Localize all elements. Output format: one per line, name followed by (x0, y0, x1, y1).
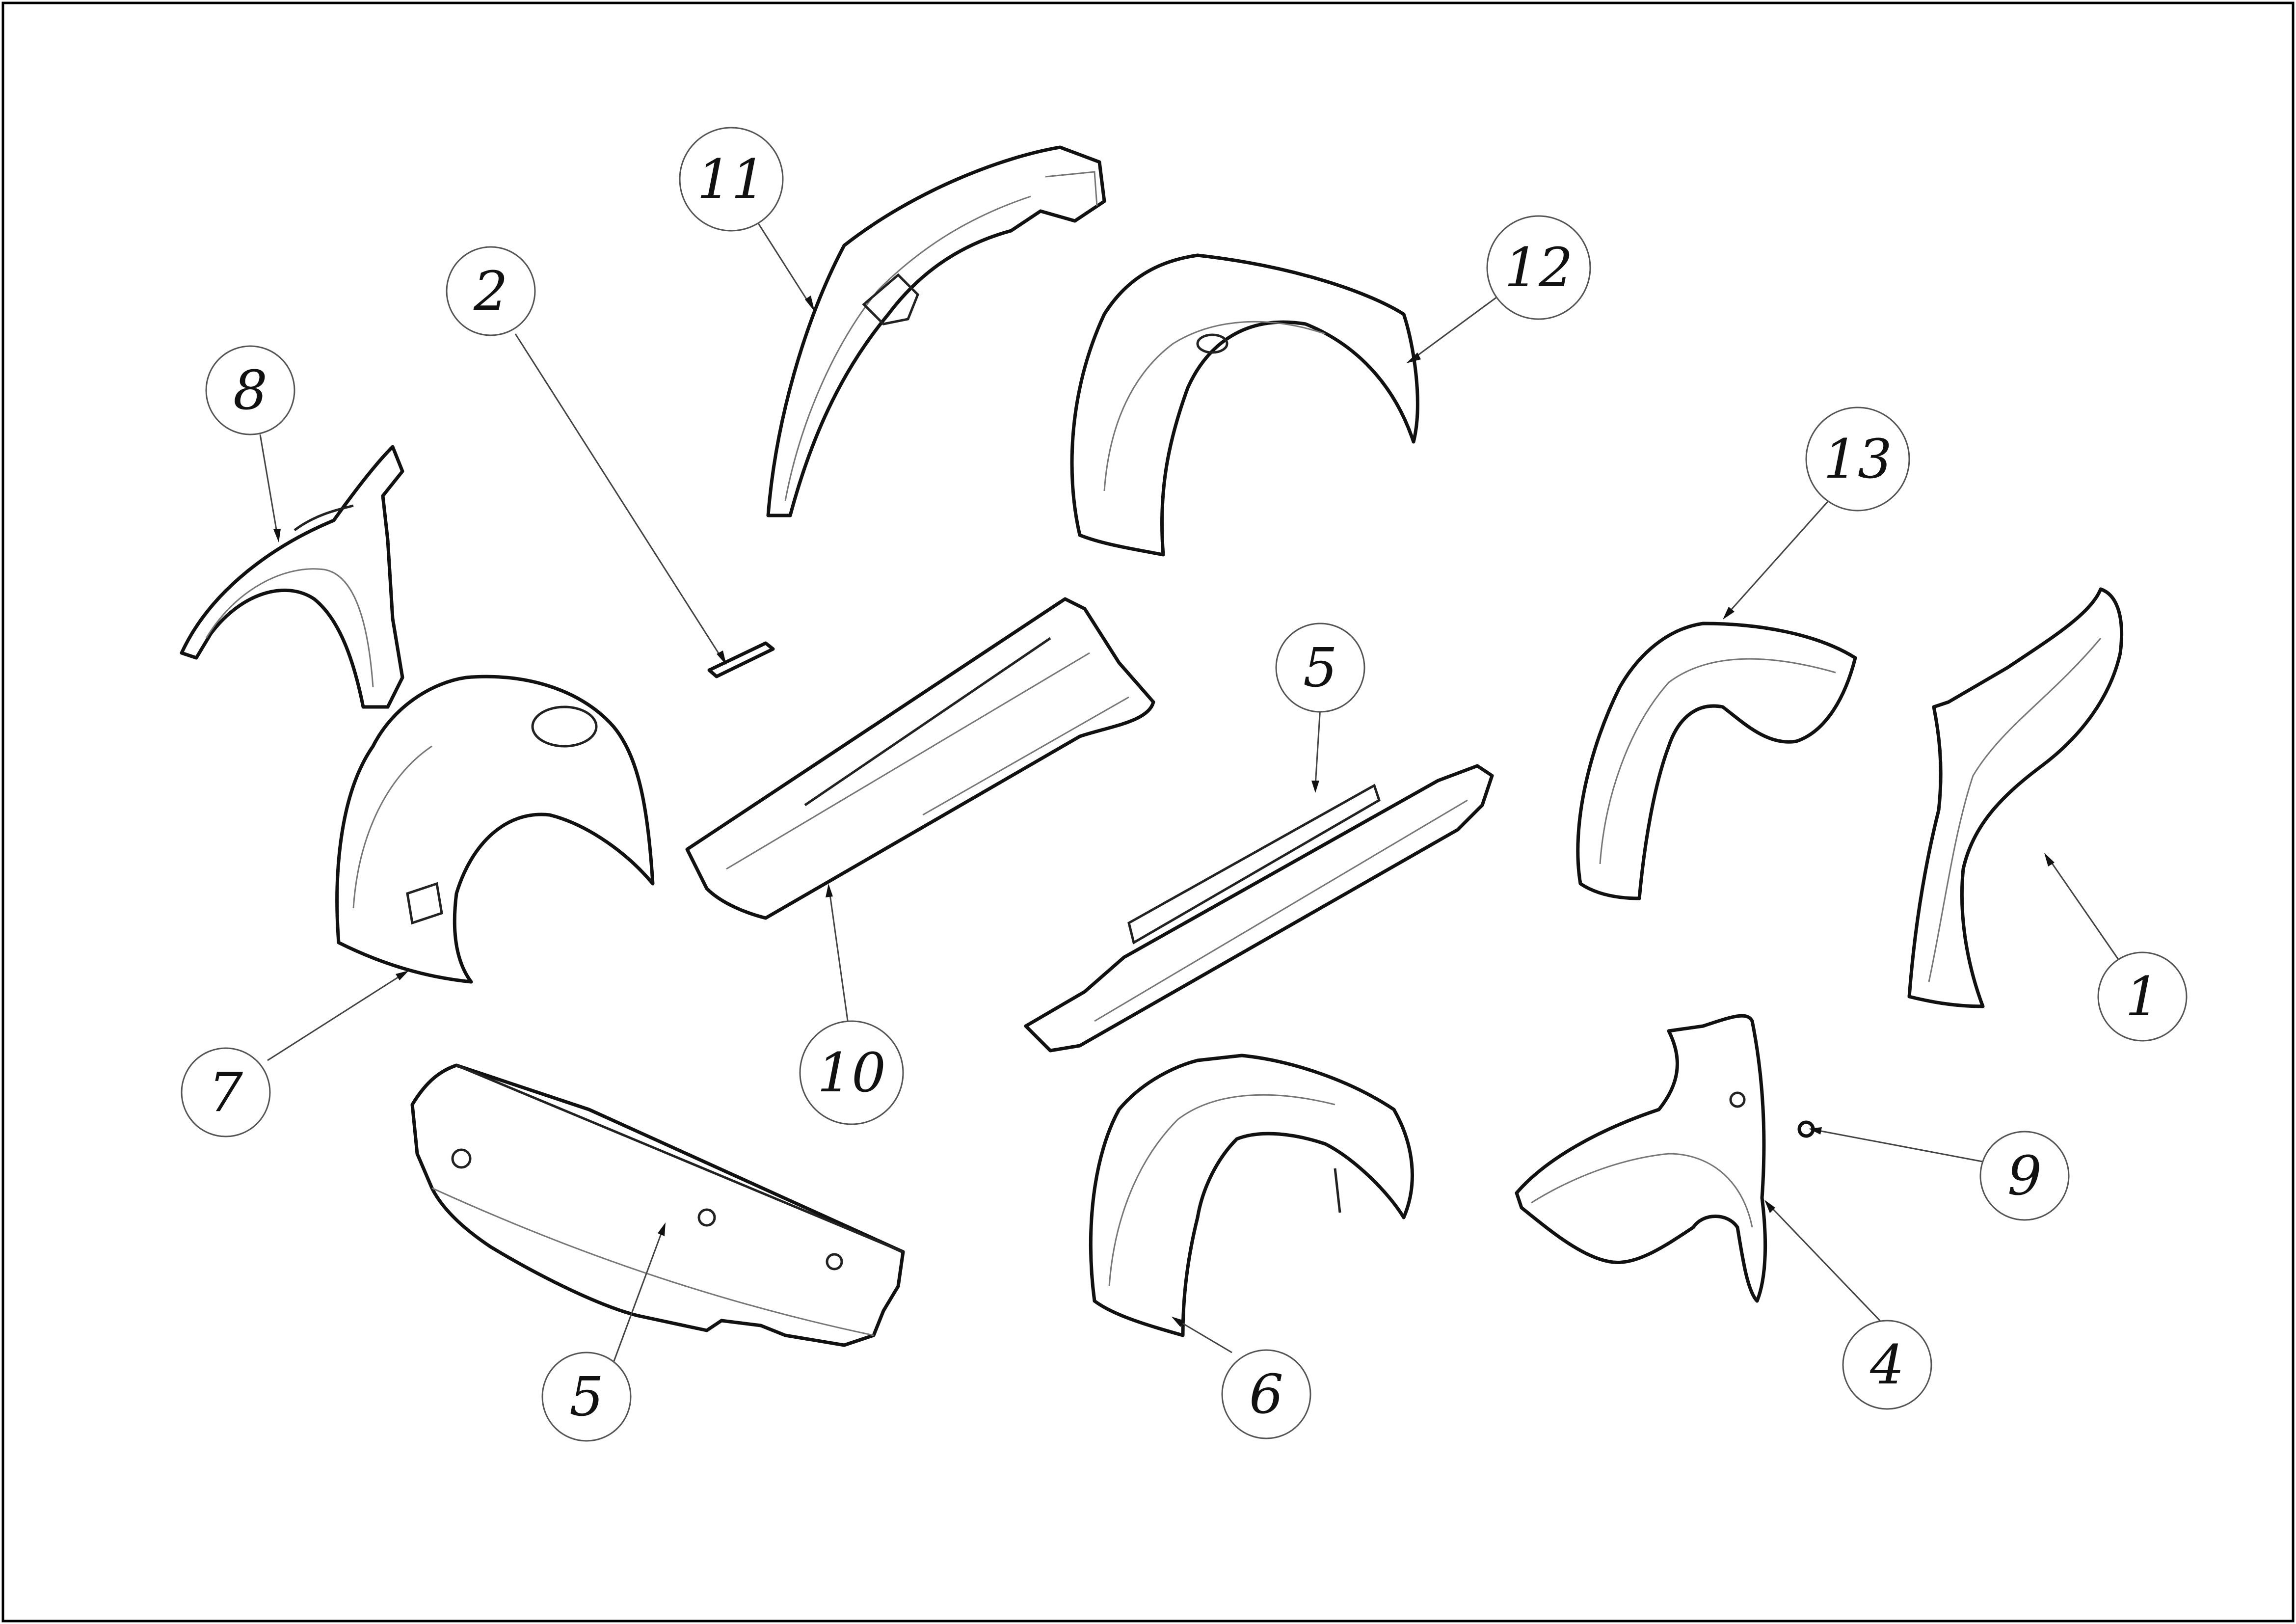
callout-10: 10 (799, 1020, 904, 1125)
callout-6-circle (1221, 1349, 1311, 1439)
part-13-front-wheel-liner (1576, 622, 1857, 900)
callout-4: 4 (1842, 1320, 1932, 1410)
callout-13-label: 13 (1823, 428, 1892, 490)
part-2-clip (707, 641, 775, 678)
callout-5-upper-circle (1275, 623, 1365, 713)
callout-2-circle (446, 246, 536, 336)
part-5-rocker-panel (1024, 764, 1494, 1053)
callout-9-label: 9 (2007, 1144, 2042, 1207)
callout-11-circle (679, 127, 784, 232)
callout-8: 8 (205, 345, 295, 435)
callout-5-upper-label: 5 (1303, 636, 1337, 699)
callout-1-circle (2097, 951, 2188, 1042)
callout-13-circle (1805, 406, 1910, 512)
callout-5-lower-circle (541, 1352, 632, 1442)
part-6-rear-wheel-liner (1089, 1054, 1414, 1337)
part-12-rear-wheel-liner (1070, 253, 1419, 557)
callout-11: 11 (679, 127, 784, 232)
part-8-front-fender-inner (180, 445, 404, 709)
callout-7-circle (181, 1047, 271, 1137)
part-7-front-wheel-liner (335, 675, 655, 984)
callout-6-label: 6 (1249, 1363, 1283, 1426)
callout-9: 9 (1979, 1131, 2070, 1221)
part-11-rear-arch-panel (766, 145, 1106, 517)
callout-1: 1 (2097, 951, 2188, 1042)
callout-1-label: 1 (2125, 965, 2160, 1028)
callout-10-circle (799, 1020, 904, 1125)
part-1-quarter-panel (1907, 587, 2124, 1008)
callout-12: 12 (1486, 215, 1591, 320)
part-10-sill-panel (685, 597, 1155, 920)
callout-11-label: 11 (697, 148, 766, 211)
callout-4-circle (1842, 1320, 1932, 1410)
callout-5-lower-label: 5 (569, 1365, 604, 1428)
callout-8-circle (205, 345, 295, 435)
callout-6: 6 (1221, 1349, 1311, 1439)
callout-7-label: 7 (209, 1061, 243, 1124)
callout-2: 2 (446, 246, 536, 336)
callout-8-label: 8 (233, 359, 267, 422)
leader-lines (259, 223, 2121, 1363)
part-4-front-fender (1515, 1014, 1767, 1303)
callout-5-lower: 5 (541, 1352, 632, 1442)
callout-12-label: 12 (1504, 236, 1573, 299)
callout-7: 7 (181, 1047, 271, 1137)
part-5-cross-member (410, 1063, 905, 1347)
callout-9-circle (1979, 1131, 2070, 1221)
callout-13: 13 (1805, 406, 1910, 512)
callout-12-circle (1486, 215, 1591, 320)
callout-5-upper: 5 (1275, 623, 1365, 713)
callout-4-label: 4 (1869, 1333, 1904, 1396)
callout-2-label: 2 (473, 260, 508, 323)
callout-10-label: 10 (817, 1041, 886, 1104)
